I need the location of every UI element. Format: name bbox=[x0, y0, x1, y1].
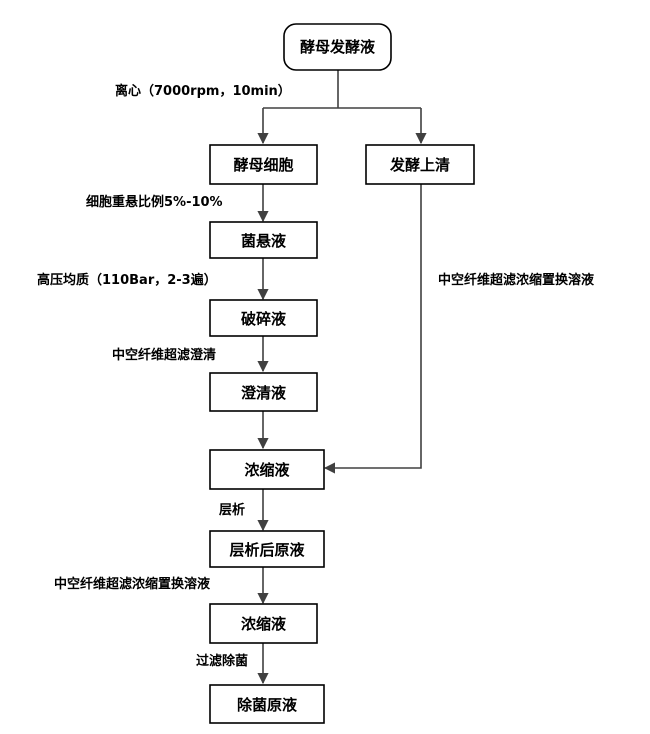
supernatant-box bbox=[365, 144, 475, 185]
yeast-cells-box bbox=[209, 144, 318, 185]
suspension-box bbox=[209, 221, 318, 259]
clarified-box bbox=[209, 372, 318, 412]
post-chromatography-label: 层析后原液 bbox=[229, 541, 305, 559]
node-supernatant: 发酵上清 bbox=[365, 144, 475, 185]
start-label: 酵母发酵液 bbox=[300, 38, 376, 56]
concentrate-2-box bbox=[209, 603, 318, 644]
uf-exchange-label: 中空纤维超滤浓缩置换溶液 bbox=[54, 576, 210, 592]
concentrate-1-label: 浓缩液 bbox=[244, 461, 290, 479]
concentrate-2-label: 浓缩液 bbox=[241, 615, 287, 633]
node-sterile: 除菌原液 bbox=[209, 684, 325, 724]
node-lysate: 破碎液 bbox=[209, 299, 318, 337]
node-yeast-cells: 酵母细胞 bbox=[209, 144, 318, 185]
node-start: 酵母发酵液 bbox=[283, 23, 392, 71]
post-chromatography-box bbox=[209, 530, 325, 568]
sterile-label: 除菌原液 bbox=[237, 696, 298, 714]
node-post-chromatography: 层析后原液 bbox=[209, 530, 325, 568]
uf-clarify-label: 中空纤维超滤澄清 bbox=[112, 347, 216, 363]
centrifuge-label: 离心（7000rpm，10min） bbox=[115, 83, 291, 99]
node-concentrate-1: 浓缩液 bbox=[209, 449, 325, 490]
clarified-label: 澄清液 bbox=[241, 384, 287, 402]
supernatant-label: 发酵上清 bbox=[389, 156, 450, 174]
uf-exchange-right-label: 中空纤维超滤浓缩置换溶液 bbox=[438, 272, 594, 288]
concentrate-1-box bbox=[209, 449, 325, 490]
chromatography-label: 层析 bbox=[219, 502, 245, 518]
homogenize-label: 高压均质（110Bar，2-3遍） bbox=[37, 272, 217, 288]
filter-sterilize-label: 过滤除菌 bbox=[196, 653, 248, 669]
node-clarified: 澄清液 bbox=[209, 372, 318, 412]
edge-labels: 离心（7000rpm，10min） 细胞重悬比例5%-10% 高压均质（110B… bbox=[37, 83, 594, 669]
lysate-box bbox=[209, 299, 318, 337]
lysate-label: 破碎液 bbox=[241, 310, 287, 328]
sterile-box bbox=[209, 684, 325, 724]
start-box bbox=[283, 23, 392, 71]
cell-ratio-label: 细胞重悬比例5%-10% bbox=[86, 194, 223, 210]
node-suspension: 菌悬液 bbox=[209, 221, 318, 259]
edge-supernatant-to-concentrate bbox=[323, 184, 422, 474]
node-concentrate-2: 浓缩液 bbox=[209, 603, 318, 644]
suspension-label: 菌悬液 bbox=[241, 232, 287, 250]
connectors bbox=[257, 70, 427, 685]
yeast-cells-label: 酵母细胞 bbox=[233, 156, 293, 174]
